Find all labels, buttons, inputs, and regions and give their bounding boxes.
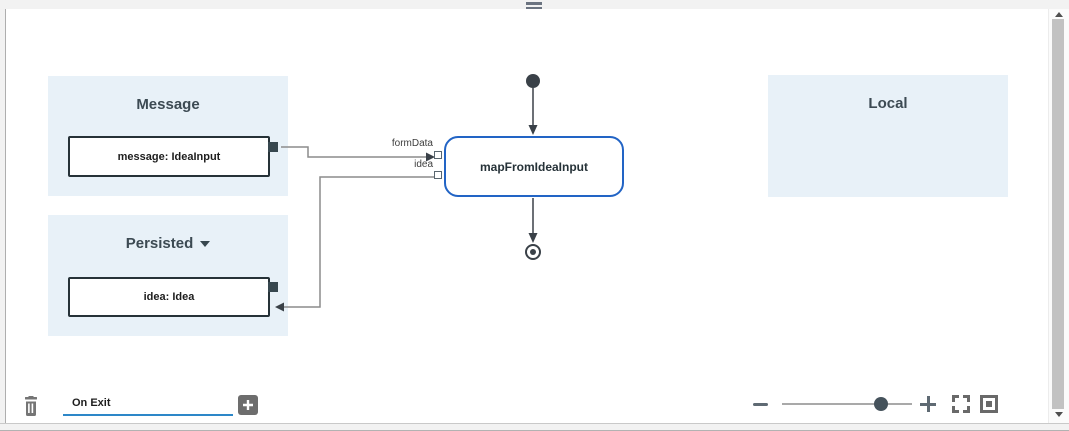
fit-view-icon[interactable] — [980, 395, 998, 413]
local-panel: Local — [768, 75, 1008, 197]
drag-handle-icon[interactable] — [526, 2, 542, 9]
chevron-down-icon[interactable] — [200, 240, 211, 247]
variable-idea-idea[interactable]: idea: Idea — [68, 277, 270, 317]
top-resize-strip — [0, 0, 1069, 9]
vertical-scrollbar — [1048, 9, 1069, 423]
idea-port-label: idea — [414, 159, 433, 170]
idea-input-port[interactable] — [434, 171, 442, 179]
persisted-panel-title-label: Persisted — [125, 235, 194, 252]
on-exit-label: On Exit — [72, 397, 111, 409]
message-output-port[interactable] — [268, 142, 278, 152]
map-node[interactable]: mapFromIdeaInput — [444, 136, 624, 197]
zoom-out-icon[interactable] — [753, 402, 768, 406]
variable-message-ideainput[interactable]: message: IdeaInput — [68, 136, 270, 177]
left-border — [0, 0, 6, 431]
edge-idea-to-variable[interactable] — [275, 176, 437, 312]
local-panel-title-label: Local — [868, 95, 908, 112]
formdata-input-port[interactable] — [434, 151, 442, 159]
add-button[interactable] — [238, 395, 258, 415]
scrollbar-thumb[interactable] — [1052, 19, 1064, 409]
scrollbar-up-icon[interactable] — [1055, 12, 1063, 17]
persisted-panel-title[interactable]: Persisted — [48, 235, 288, 252]
message-panel-title: Message — [48, 96, 288, 113]
zoom-slider[interactable] — [782, 393, 912, 415]
trash-icon[interactable] — [22, 396, 40, 416]
formdata-port-label: formData — [391, 138, 433, 149]
local-panel-title: Local — [768, 95, 1008, 112]
bottom-border — [0, 423, 1069, 431]
initial-state-marker[interactable] — [526, 74, 540, 135]
edge-message-to-formdata[interactable] — [281, 146, 435, 162]
zoom-in-icon[interactable] — [920, 396, 936, 412]
zoom-slider-track — [782, 403, 912, 405]
zoom-controls — [753, 393, 998, 415]
fullscreen-icon[interactable] — [952, 395, 970, 413]
final-state-marker[interactable] — [525, 198, 541, 260]
variable-idea-label: idea: Idea — [143, 291, 195, 303]
plus-icon — [243, 400, 253, 410]
zoom-slider-thumb[interactable] — [873, 397, 888, 411]
on-exit-tab-input[interactable]: On Exit — [63, 393, 233, 416]
scrollbar-down-icon[interactable] — [1055, 412, 1063, 417]
variable-message-label: message: IdeaInput — [117, 150, 221, 163]
idea-output-port[interactable] — [268, 282, 278, 292]
map-node-label: mapFromIdeaInput — [479, 159, 588, 174]
message-panel-title-label: Message — [136, 96, 200, 113]
